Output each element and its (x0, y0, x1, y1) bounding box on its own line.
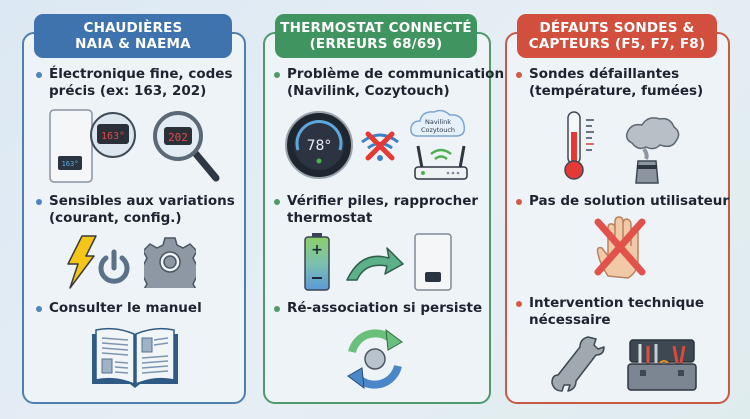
item-text: précis (ex: 163, 202) (49, 83, 207, 99)
list-item: Consulter le manuel (34, 300, 202, 317)
sync-icon (347, 328, 403, 390)
battery-icon: + (304, 233, 330, 291)
code-202: 202 (168, 131, 188, 144)
item-text: Sensibles aux variations (49, 193, 235, 209)
wrench-icon (551, 336, 605, 392)
item-text: Sondes défaillantes (529, 66, 680, 82)
bullet-icon (274, 199, 280, 205)
gear-icon (144, 237, 196, 288)
arrow-icon (346, 247, 404, 281)
bullet-icon (516, 301, 522, 307)
title-line: NAIA & NAEMA (75, 36, 191, 52)
title-sondes: DÉFAUTS SONDES &CAPTEURS (F5, F7, F8) (517, 14, 717, 58)
cloud-label: Cozytouch (421, 126, 455, 134)
item-text: (température, fumées) (529, 83, 704, 99)
svg-text:+: + (311, 242, 323, 258)
list-item: Vérifier piles, rapprocher thermostat (272, 193, 478, 227)
router-icon (414, 145, 468, 180)
svg-text:163°: 163° (62, 160, 79, 168)
thermometer-icon (564, 111, 594, 180)
title-line: (ERREURS 68/69) (309, 36, 443, 52)
item-text: Pas de solution utilisateur (529, 193, 730, 209)
title-line: THERMOSTAT CONNECTÉ (280, 20, 472, 36)
open-book-icon (92, 327, 178, 388)
list-item: Ré-association si persiste (272, 300, 482, 317)
item-text: thermostat (287, 210, 373, 226)
wifi-error-icon (361, 131, 399, 161)
bullet-icon (516, 72, 522, 78)
list-item: Pas de solution utilisateur (514, 193, 729, 210)
title-line: CAPTEURS (F5, F7, F8) (528, 36, 706, 52)
item-text: Consulter le manuel (49, 300, 202, 316)
item-text: Intervention technique (529, 295, 705, 311)
bullet-icon (274, 72, 280, 78)
bullet-icon (36, 72, 42, 78)
zoomed-display-icon: 163° (90, 112, 136, 158)
item-text: Électronique fine, codes (49, 66, 233, 82)
bullet-icon (516, 199, 522, 205)
bullet-icon (36, 199, 42, 205)
boiler-icon: 163° (49, 109, 93, 183)
smoke-icon (625, 117, 680, 184)
list-item: Électronique fine, codes précis (ex: 163… (34, 66, 233, 100)
toolbox-icon (627, 339, 697, 391)
crossed-hand-icon (594, 216, 646, 279)
thermostat-icon: 78° (285, 111, 353, 179)
list-item: Sensibles aux variations (courant, confi… (34, 193, 235, 227)
power-icon (98, 249, 130, 284)
list-item: Problème de communication (Navilink, Coz… (272, 66, 504, 100)
title-thermostat: THERMOSTAT CONNECTÉ(ERREURS 68/69) (275, 14, 477, 58)
item-text: (courant, config.) (49, 210, 182, 226)
item-text: Problème de communication (287, 66, 505, 82)
cloud-icon: Navilink Cozytouch (410, 109, 466, 137)
item-text: Vérifier piles, rapprocher (287, 193, 479, 209)
magnifier-icon: 202 (153, 111, 220, 182)
thermostat-value: 78° (307, 138, 332, 154)
lightning-icon (67, 235, 97, 289)
item-text: Ré-association si persiste (287, 300, 483, 316)
title-line: DÉFAUTS SONDES & (539, 20, 695, 36)
bullet-icon (36, 306, 42, 312)
title-line: CHAUDIÈRES (83, 20, 183, 36)
panel-thermostat (263, 32, 491, 404)
item-text: (Navilink, Cozytouch) (287, 83, 450, 99)
item-text: nécessaire (529, 312, 611, 328)
bullet-icon (274, 306, 280, 312)
code-163: 163° (101, 131, 125, 142)
list-item: Intervention technique nécessaire (514, 295, 704, 329)
boiler-icon (414, 233, 452, 291)
cloud-label: Navilink (425, 118, 451, 126)
list-item: Sondes défaillantes (température, fumées… (514, 66, 703, 100)
